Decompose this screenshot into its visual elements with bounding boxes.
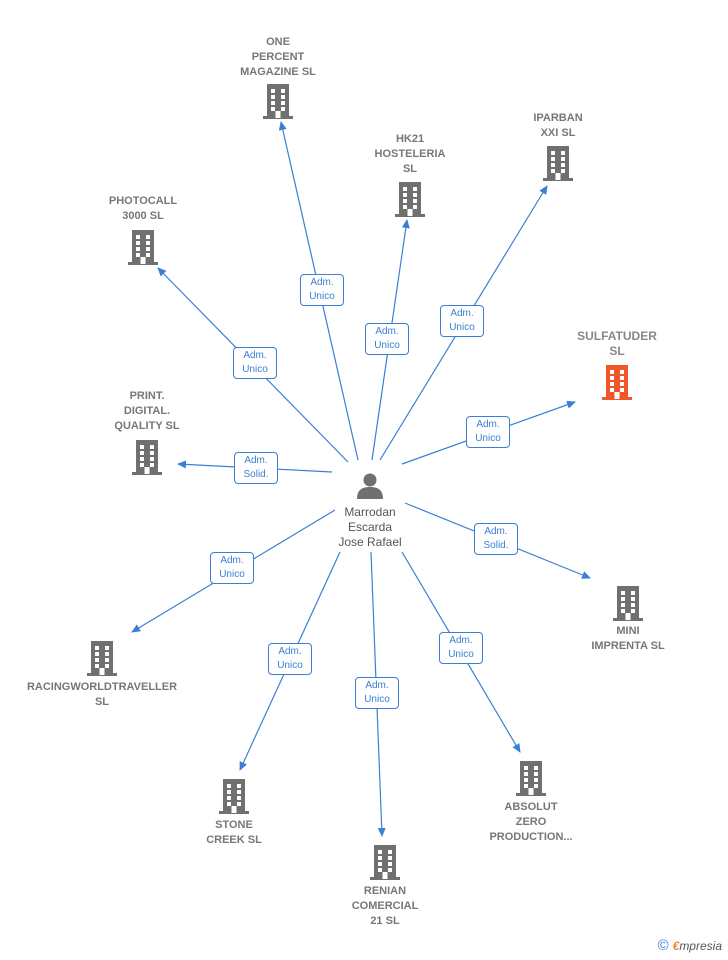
company-label: RACINGWORLDTRAVELLER SL [26,681,178,708]
relation-label-racing[interactable]: Adm. Unico [210,552,254,584]
relation-label-print-digital[interactable]: Adm. Solid. [234,452,278,484]
relation-label-mini-imprenta[interactable]: Adm. Solid. [474,523,518,555]
building-icon [514,759,548,797]
person-node[interactable]: Marrodan Escarda Jose Rafael [295,470,445,550]
relation-label-hk21[interactable]: Adm. Unico [365,323,409,355]
copyright-icon: © [657,937,669,954]
company-label: STONE CREEK SL [206,819,262,846]
relation-label-stone-creek[interactable]: Adm. Unico [268,643,312,675]
brand-name: mpresia [679,939,722,953]
building-icon [261,82,295,120]
company-label: SULFATUDER SL [577,329,657,358]
building-icon [393,180,427,218]
person-icon [357,473,383,499]
relation-label-absolut-zero[interactable]: Adm. Unico [439,632,483,664]
building-icon [600,363,634,401]
company-label: MINI IMPRENTA SL [591,625,665,652]
person-name: Marrodan Escarda Jose Rafael [338,505,402,549]
relation-label-renian[interactable]: Adm. Unico [355,677,399,709]
relation-label-photocall[interactable]: Adm. Unico [233,347,277,379]
brand-logo-e: € [672,939,680,953]
company-label: ABSOLUT ZERO PRODUCTION... [489,801,573,843]
company-label: RENIAN COMERCIAL 21 SL [351,885,419,927]
footer-brand: ©€mpresia [658,937,722,954]
building-icon [368,843,402,881]
building-icon [130,438,164,476]
relation-label-iparban[interactable]: Adm. Unico [440,305,484,337]
company-label: IPARBAN XXI SL [533,112,583,139]
company-label: HK21 HOSTELERIA SL [374,133,446,175]
company-label: PRINT. DIGITAL. QUALITY SL [114,390,180,432]
building-icon [611,584,645,622]
building-icon [126,228,160,266]
building-icon [85,639,119,677]
company-label: PHOTOCALL 3000 SL [108,195,178,222]
building-icon [541,144,575,182]
building-icon [217,777,251,815]
company-label: ONE PERCENT MAGAZINE SL [240,36,316,78]
relation-label-one-percent[interactable]: Adm. Unico [300,274,344,306]
relation-label-sulfatuder[interactable]: Adm. Unico [466,416,510,448]
